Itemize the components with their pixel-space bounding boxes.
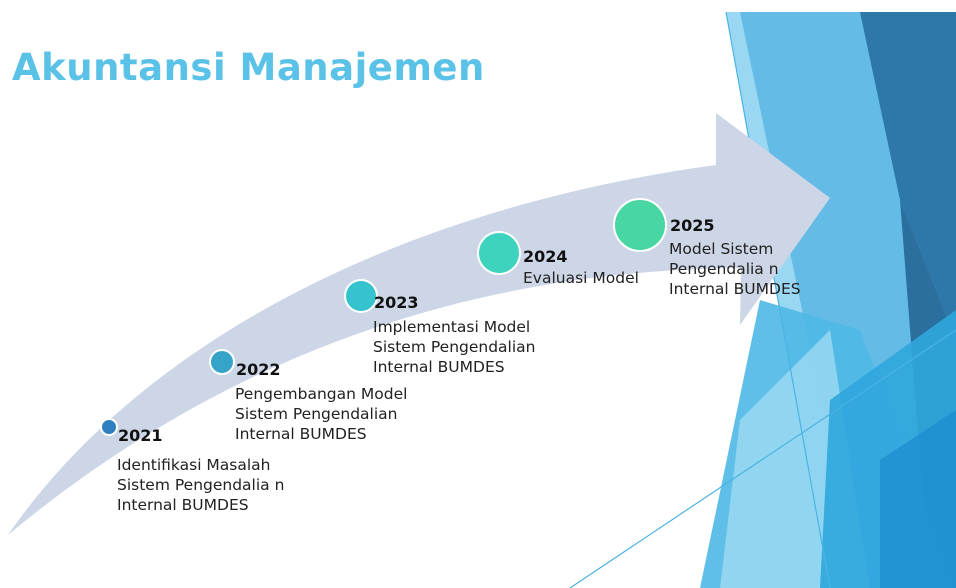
milestone-year-2022: 2022 (236, 360, 281, 379)
milestone-desc-2022: Pengembangan Model Sistem Pengendalian I… (235, 384, 407, 444)
milestone-desc-line: Evaluasi Model (523, 269, 639, 287)
milestone-desc-line: Implementasi Model (373, 318, 531, 336)
milestone-desc-line: Sistem Pengendalia n (117, 476, 285, 494)
milestone-desc-line: Internal BUMDES (235, 425, 367, 443)
milestone-desc-2024: Evaluasi Model (523, 268, 639, 288)
milestone-desc-2023: Implementasi Model Sistem Pengendalian I… (373, 317, 536, 377)
milestone-desc-line: Internal BUMDES (117, 496, 249, 514)
milestone-desc-line: Sistem Pengendalian (373, 338, 536, 356)
milestone-desc-line: Pengendalia n (669, 260, 779, 278)
milestone-desc-line: Internal BUMDES (373, 358, 505, 376)
milestone-desc-line: Sistem Pengendalian (235, 405, 398, 423)
milestone-desc-2025: Model Sistem Pengendalia n Internal BUMD… (669, 239, 801, 299)
milestone-dot-2023 (344, 279, 378, 313)
milestone-desc-line: Model Sistem (669, 240, 774, 258)
milestone-desc-line: Identifikasi Masalah (117, 456, 271, 474)
milestone-year-2024: 2024 (523, 247, 568, 266)
milestone-year-2025: 2025 (670, 216, 715, 235)
milestone-year-2021: 2021 (118, 426, 163, 445)
milestone-dot-2024 (477, 231, 521, 275)
milestone-desc-line: Internal BUMDES (669, 280, 801, 298)
milestone-desc-2021: Identifikasi Masalah Sistem Pengendalia … (117, 455, 284, 515)
milestone-dot-2022 (209, 349, 235, 375)
milestone-year-2023: 2023 (374, 293, 419, 312)
milestone-dot-2021 (100, 418, 118, 436)
milestone-desc-line: Pengembangan Model (235, 385, 408, 403)
page-title: Akuntansi Manajemen (12, 46, 485, 89)
milestone-dot-2025 (613, 198, 667, 252)
